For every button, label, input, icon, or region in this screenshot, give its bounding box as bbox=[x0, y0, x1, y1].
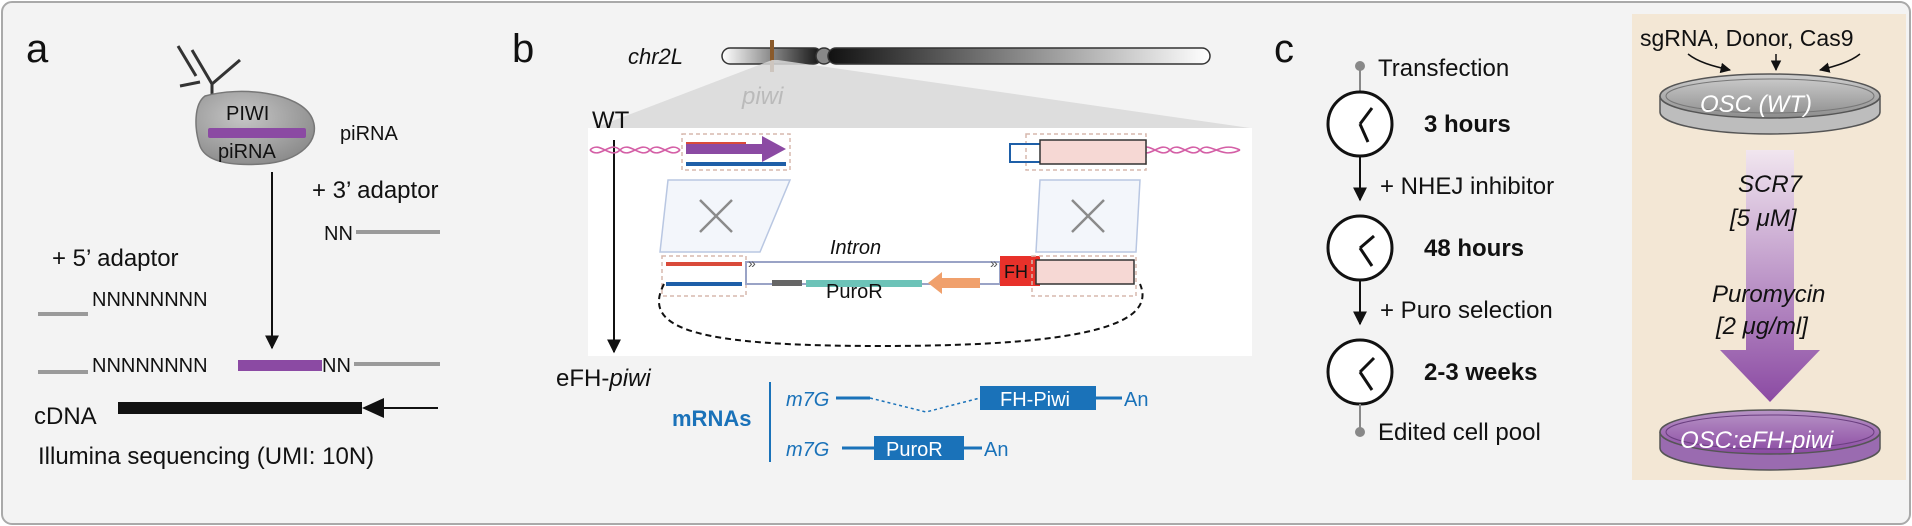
puror-construct-label: PuroR bbox=[826, 281, 883, 303]
puror-mrna-label: PuroR bbox=[886, 439, 943, 461]
piwi-exon-arrow bbox=[686, 136, 786, 162]
wt-label: WT bbox=[592, 107, 630, 134]
reverse-gene-arrow bbox=[928, 272, 980, 294]
timeline-start-dot bbox=[1355, 61, 1365, 71]
donor-right-target-box bbox=[1035, 259, 1135, 285]
panel-b: b chr2L piwi WT bbox=[512, 27, 1252, 462]
reagent-arrows bbox=[1687, 53, 1861, 74]
mrnas-label: mRNAs bbox=[672, 406, 751, 431]
intron-label: Intron bbox=[830, 237, 881, 259]
m7g-1-label: m7G bbox=[786, 389, 829, 411]
chromosome-right-arm bbox=[827, 47, 1211, 65]
clock-icon-48h bbox=[1326, 214, 1394, 282]
antibody-icon bbox=[176, 45, 241, 104]
fh-piwi-label: FH-Piwi bbox=[1000, 389, 1070, 411]
pirna-strand-in-protein bbox=[208, 128, 306, 138]
left-crossover-x bbox=[699, 199, 733, 233]
puromycin-label: Puromycin bbox=[1712, 281, 1825, 308]
puro-conc-label: [2 μg/ml] bbox=[1715, 313, 1809, 340]
fh-tag-box bbox=[1000, 256, 1040, 286]
n8-bottom-label: NNNNNNNN bbox=[92, 355, 208, 377]
loxp-right-icon: » bbox=[990, 255, 998, 271]
an-2-label: An bbox=[984, 439, 1008, 461]
left-crossover-region bbox=[659, 179, 792, 253]
clock-icon-weeks bbox=[1326, 338, 1394, 406]
adaptor3-label: + 3’ adaptor bbox=[312, 177, 439, 204]
panel-c: c Transfection 3 hours + NHEJ inhibitor … bbox=[1274, 14, 1906, 480]
three-hours-label: 3 hours bbox=[1424, 111, 1511, 138]
donor-left-red bbox=[666, 262, 742, 266]
donor-left-blue bbox=[666, 282, 742, 286]
scr7-conc-label: [5 μM] bbox=[1729, 205, 1798, 232]
panel-a: a PIWI piRNA piRNA + 3’ adaptor NN + 5’ … bbox=[26, 27, 440, 470]
forty-eight-hours-label: 48 hours bbox=[1424, 235, 1524, 262]
nhej-label: + NHEJ inhibitor bbox=[1380, 173, 1554, 200]
donor-left-box bbox=[661, 255, 747, 297]
culture-dish-wt bbox=[1659, 73, 1881, 135]
adaptor5-label: + 5’ adaptor bbox=[52, 245, 179, 272]
piwi-protein-label: PIWI bbox=[226, 103, 269, 125]
efh-prefix: eFH- bbox=[556, 365, 609, 392]
zoom-wedge bbox=[594, 60, 1250, 128]
transfection-label: Transfection bbox=[1378, 55, 1509, 82]
genomic-dna-helix bbox=[589, 146, 1241, 154]
right-arm-target-box bbox=[1039, 139, 1147, 165]
loxp-left-icon: » bbox=[748, 255, 756, 271]
osc-wt-label: OSC (WT) bbox=[1700, 91, 1812, 118]
edited-pool-label: Edited cell pool bbox=[1378, 419, 1541, 446]
primer-arrow-head bbox=[362, 398, 384, 418]
right-homology-box-top bbox=[1025, 133, 1147, 171]
weeks-label: 2-3 weeks bbox=[1424, 359, 1537, 386]
puror-mrna-box bbox=[874, 436, 964, 460]
an-1-label: An bbox=[1124, 389, 1148, 411]
fh-tag-label: FH bbox=[1004, 262, 1028, 282]
n8-top-label: NNNNNNNN bbox=[92, 289, 208, 311]
left-arm-bottom-strand-blue bbox=[686, 162, 786, 166]
puro-selection-label: + Puro selection bbox=[1380, 297, 1553, 324]
illumina-label: Illumina sequencing (UMI: 10N) bbox=[38, 443, 374, 470]
osc-efh-label: OSC:eFH-piwi bbox=[1680, 427, 1834, 454]
plasmid-backbone bbox=[658, 283, 1144, 348]
cdna-bar bbox=[118, 402, 362, 414]
fh-piwi-box bbox=[980, 386, 1096, 410]
pirna-in-protein-label: piRNA bbox=[218, 141, 276, 163]
left-homology-box-top bbox=[681, 133, 791, 171]
donor-right-box bbox=[1031, 255, 1137, 297]
splice-line bbox=[869, 397, 981, 413]
nn-top-label: NN bbox=[324, 223, 353, 245]
piwi-protein bbox=[195, 90, 316, 166]
panel-b-label: b bbox=[512, 27, 534, 71]
ligated-pirna bbox=[238, 360, 322, 371]
treatment-arrow bbox=[1720, 150, 1820, 402]
promoter-block bbox=[772, 280, 802, 286]
scr7-label: SCR7 bbox=[1738, 171, 1804, 198]
pirna-label: piRNA bbox=[340, 123, 398, 145]
panel-a-label: a bbox=[26, 27, 49, 71]
efh-italic: piwi bbox=[608, 365, 651, 392]
chromosome-label: chr2L bbox=[628, 44, 683, 69]
efh-piwi-label: eFH-piwi bbox=[556, 365, 651, 392]
timeline-end-dot bbox=[1355, 427, 1365, 437]
clock-icon-3h bbox=[1326, 90, 1394, 158]
culture-dish-edited bbox=[1659, 409, 1881, 471]
reagents-label: sgRNA, Donor, Cas9 bbox=[1640, 25, 1853, 51]
puror-gene bbox=[806, 280, 922, 287]
right-crossover-x bbox=[1071, 199, 1105, 233]
nn-bottom-label: NN bbox=[322, 355, 351, 377]
cdna-label: cDNA bbox=[34, 403, 97, 430]
m7g-2-label: m7G bbox=[786, 439, 829, 461]
panel-c-label: c bbox=[1274, 27, 1294, 71]
